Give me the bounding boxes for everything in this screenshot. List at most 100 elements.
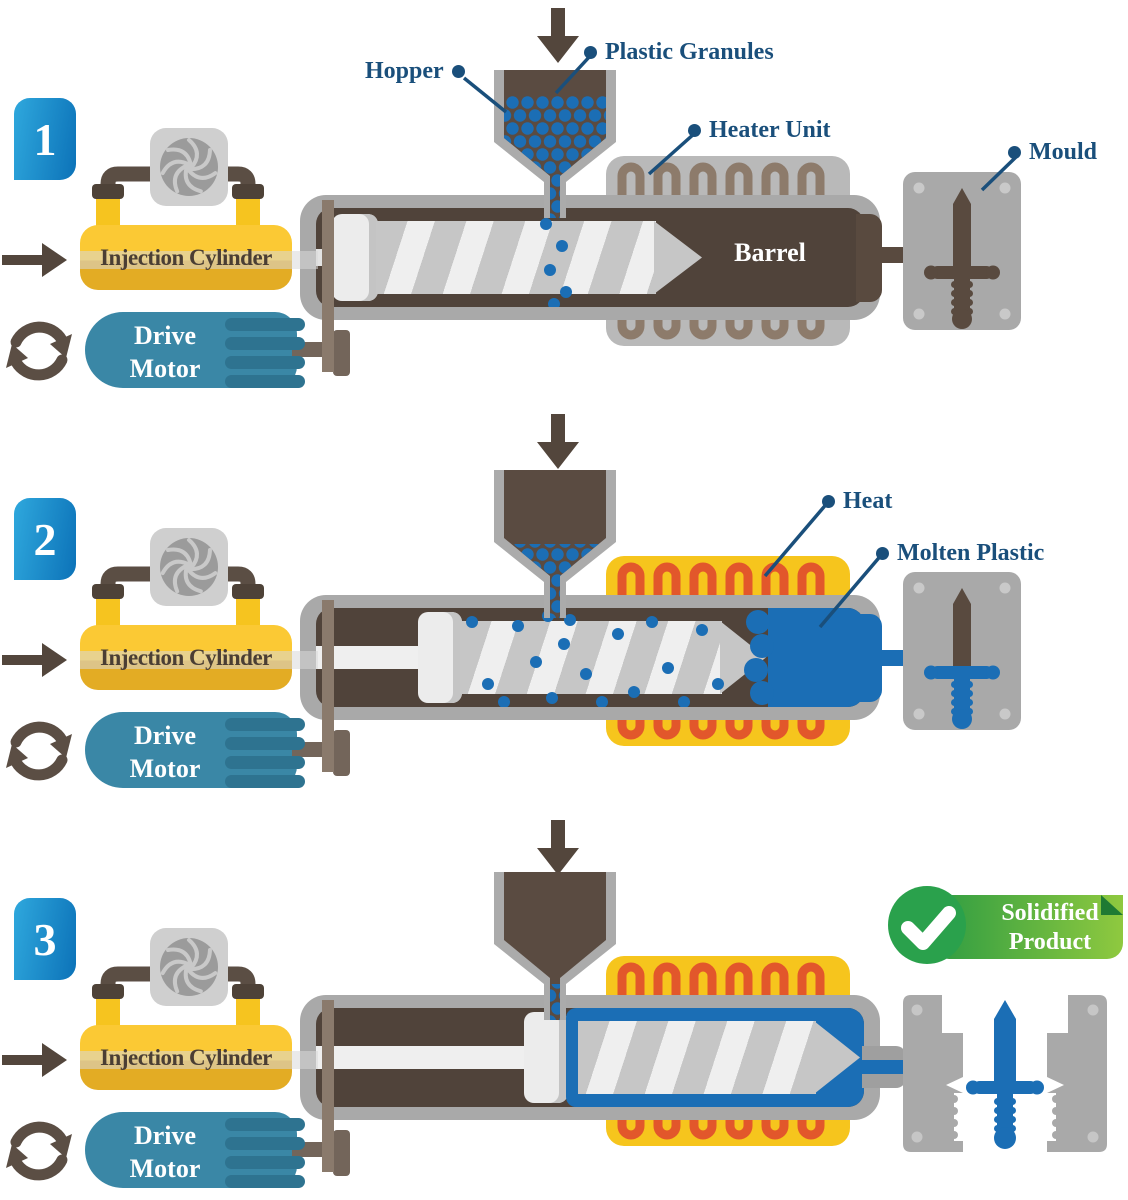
stage-number-badge: 2	[14, 498, 76, 580]
pipe-collar	[232, 184, 264, 199]
motor-fin	[225, 1118, 305, 1131]
motor-fin	[225, 737, 305, 750]
piston-rod-vertical	[322, 200, 334, 372]
fan-pipes	[100, 566, 256, 608]
granule-dot	[546, 692, 558, 704]
leader-lines	[462, 53, 1018, 192]
fan-icon	[150, 528, 228, 606]
rotation-arrows-icon	[6, 321, 72, 381]
motor-fin	[225, 318, 305, 331]
cylinder-stub	[96, 196, 120, 228]
granule-dot	[678, 696, 690, 707]
piston-head	[332, 214, 378, 301]
label-dot	[584, 46, 597, 59]
granule-dot	[596, 696, 608, 707]
granule-dot	[540, 218, 552, 230]
label-dot	[876, 547, 889, 560]
fan-icon	[150, 928, 228, 1006]
injection-cylinder: Injection Cylinder	[80, 1025, 292, 1090]
piston-head	[524, 1012, 568, 1103]
piston-rod	[316, 1046, 532, 1069]
drive-motor-label: Drive Motor	[129, 1121, 201, 1183]
fan-pipes	[100, 966, 256, 1008]
pipe-collar	[92, 984, 124, 999]
label-dot	[451, 65, 465, 78]
hopper	[494, 70, 616, 218]
shaft-coupling	[333, 730, 350, 776]
piston-head	[418, 612, 462, 703]
piston-rod	[80, 251, 318, 269]
piston-rod	[316, 646, 426, 669]
granule-dot	[646, 616, 658, 628]
rotation-arrows-icon	[6, 1121, 72, 1181]
cylinder-stub	[96, 596, 120, 628]
granule-dot	[548, 298, 560, 307]
motor-fin	[225, 1156, 305, 1169]
molten-plastic-pool	[768, 608, 864, 707]
granule-dot	[612, 628, 624, 640]
drive-motor-label: Drive Motor	[129, 321, 201, 383]
mould-opened	[903, 995, 1107, 1152]
granule-dot	[556, 240, 568, 252]
piston-rod	[80, 651, 318, 669]
pipe-collar	[92, 184, 124, 199]
arrow-right-icon	[2, 1043, 67, 1077]
granule-dot	[530, 656, 542, 668]
barrel-label: Barrel	[734, 238, 806, 267]
drive-motor-label: Drive Motor	[129, 721, 201, 783]
granule-dot	[580, 668, 592, 680]
motor-fin	[225, 1175, 305, 1188]
piston-rod-vertical	[322, 1000, 334, 1172]
label-dot	[688, 124, 701, 137]
stage-2: Injection Cylinder Drive Motor Heat Molt…	[0, 400, 1128, 800]
molten-plastic-label: Molten Plastic	[876, 540, 1044, 567]
barrel	[300, 995, 880, 1120]
pipe-collar	[232, 984, 264, 999]
barrel: Barrel	[300, 195, 880, 320]
piston-rod-vertical	[322, 600, 334, 772]
stage-number-badge: 1	[14, 98, 76, 180]
arrow-down-icon	[537, 820, 579, 875]
motor-fin	[225, 775, 305, 788]
granule-dot	[512, 620, 524, 632]
cylinder-stub	[236, 996, 260, 1028]
plastic-granules-label: Plastic Granules	[584, 39, 774, 66]
mould-bolts	[913, 182, 1011, 320]
injection-cylinder-label: Injection Cylinder	[100, 244, 272, 270]
heat-label: Heat	[822, 488, 892, 515]
solidified-sword-icon	[966, 1000, 1044, 1149]
molten-bubble	[750, 681, 774, 705]
screw	[460, 621, 722, 694]
motor-fin	[225, 337, 305, 350]
arrow-down-icon	[537, 8, 579, 63]
stage-3: Injection Cylinder Drive Motor Solidifie…	[0, 800, 1128, 1200]
solidified-product-label: Solidified Product	[1001, 900, 1099, 955]
granule-dot	[544, 264, 556, 276]
check-icon	[901, 906, 956, 950]
arrow-down-icon	[537, 414, 579, 469]
barrel-interior: Barrel	[316, 208, 864, 307]
arrow-right-icon	[2, 243, 67, 277]
hopper	[494, 872, 616, 1020]
arrow-right-icon	[2, 643, 67, 677]
injection-cylinder-label: Injection Cylinder	[100, 644, 272, 670]
piston-rod	[80, 1051, 318, 1069]
hopper	[494, 470, 616, 618]
sword-blade-icon	[953, 588, 971, 666]
motor-fin	[225, 718, 305, 731]
granule-dot	[498, 696, 510, 707]
cylinder-stub	[96, 996, 120, 1028]
granule-dot	[466, 616, 478, 628]
hopper-label: Hopper	[365, 58, 465, 85]
granule-dot	[628, 686, 640, 698]
stage-number-badge: 3	[14, 898, 76, 980]
pipe-collar	[92, 584, 124, 599]
granule-dot	[712, 678, 724, 690]
fan-icon	[150, 128, 228, 206]
mould	[903, 172, 1021, 330]
granule-dot	[558, 638, 570, 650]
mould-half-right	[1047, 995, 1107, 1152]
molten-bubble	[744, 658, 768, 682]
stage-1: Barrel	[0, 0, 1128, 400]
